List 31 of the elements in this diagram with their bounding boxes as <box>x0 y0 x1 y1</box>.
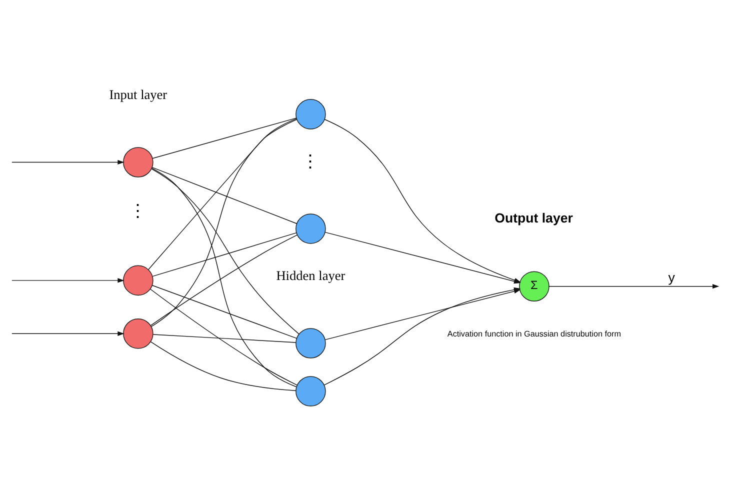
node-circle <box>296 99 326 130</box>
node-circle: Σ <box>519 271 550 302</box>
connector <box>151 168 300 334</box>
connector <box>152 285 297 339</box>
node-circle <box>123 265 154 296</box>
label: Hidden layer <box>276 268 346 283</box>
label: Activation function in Gaussian distrubution form <box>447 329 621 338</box>
label: ⋮ <box>129 200 148 220</box>
node-circle <box>123 147 154 178</box>
connector <box>150 234 298 326</box>
connector <box>150 288 298 386</box>
connector <box>152 232 297 277</box>
node-circle <box>123 318 154 349</box>
connector <box>152 334 296 343</box>
node-label: Output layer <box>494 210 573 226</box>
edge-label: y <box>668 270 675 286</box>
connector <box>150 341 296 392</box>
arrow <box>548 284 720 289</box>
label: Input layer <box>109 86 168 102</box>
connector <box>152 166 298 224</box>
connector <box>148 119 298 270</box>
node-circle <box>296 328 326 358</box>
label: ⋮ <box>302 150 320 171</box>
connector <box>152 118 297 159</box>
arrow <box>12 278 124 283</box>
arrow <box>12 331 124 336</box>
node-circle <box>296 214 326 244</box>
connector <box>152 168 297 388</box>
arrow <box>12 160 124 165</box>
node-circle <box>296 376 326 406</box>
connector <box>151 118 297 327</box>
